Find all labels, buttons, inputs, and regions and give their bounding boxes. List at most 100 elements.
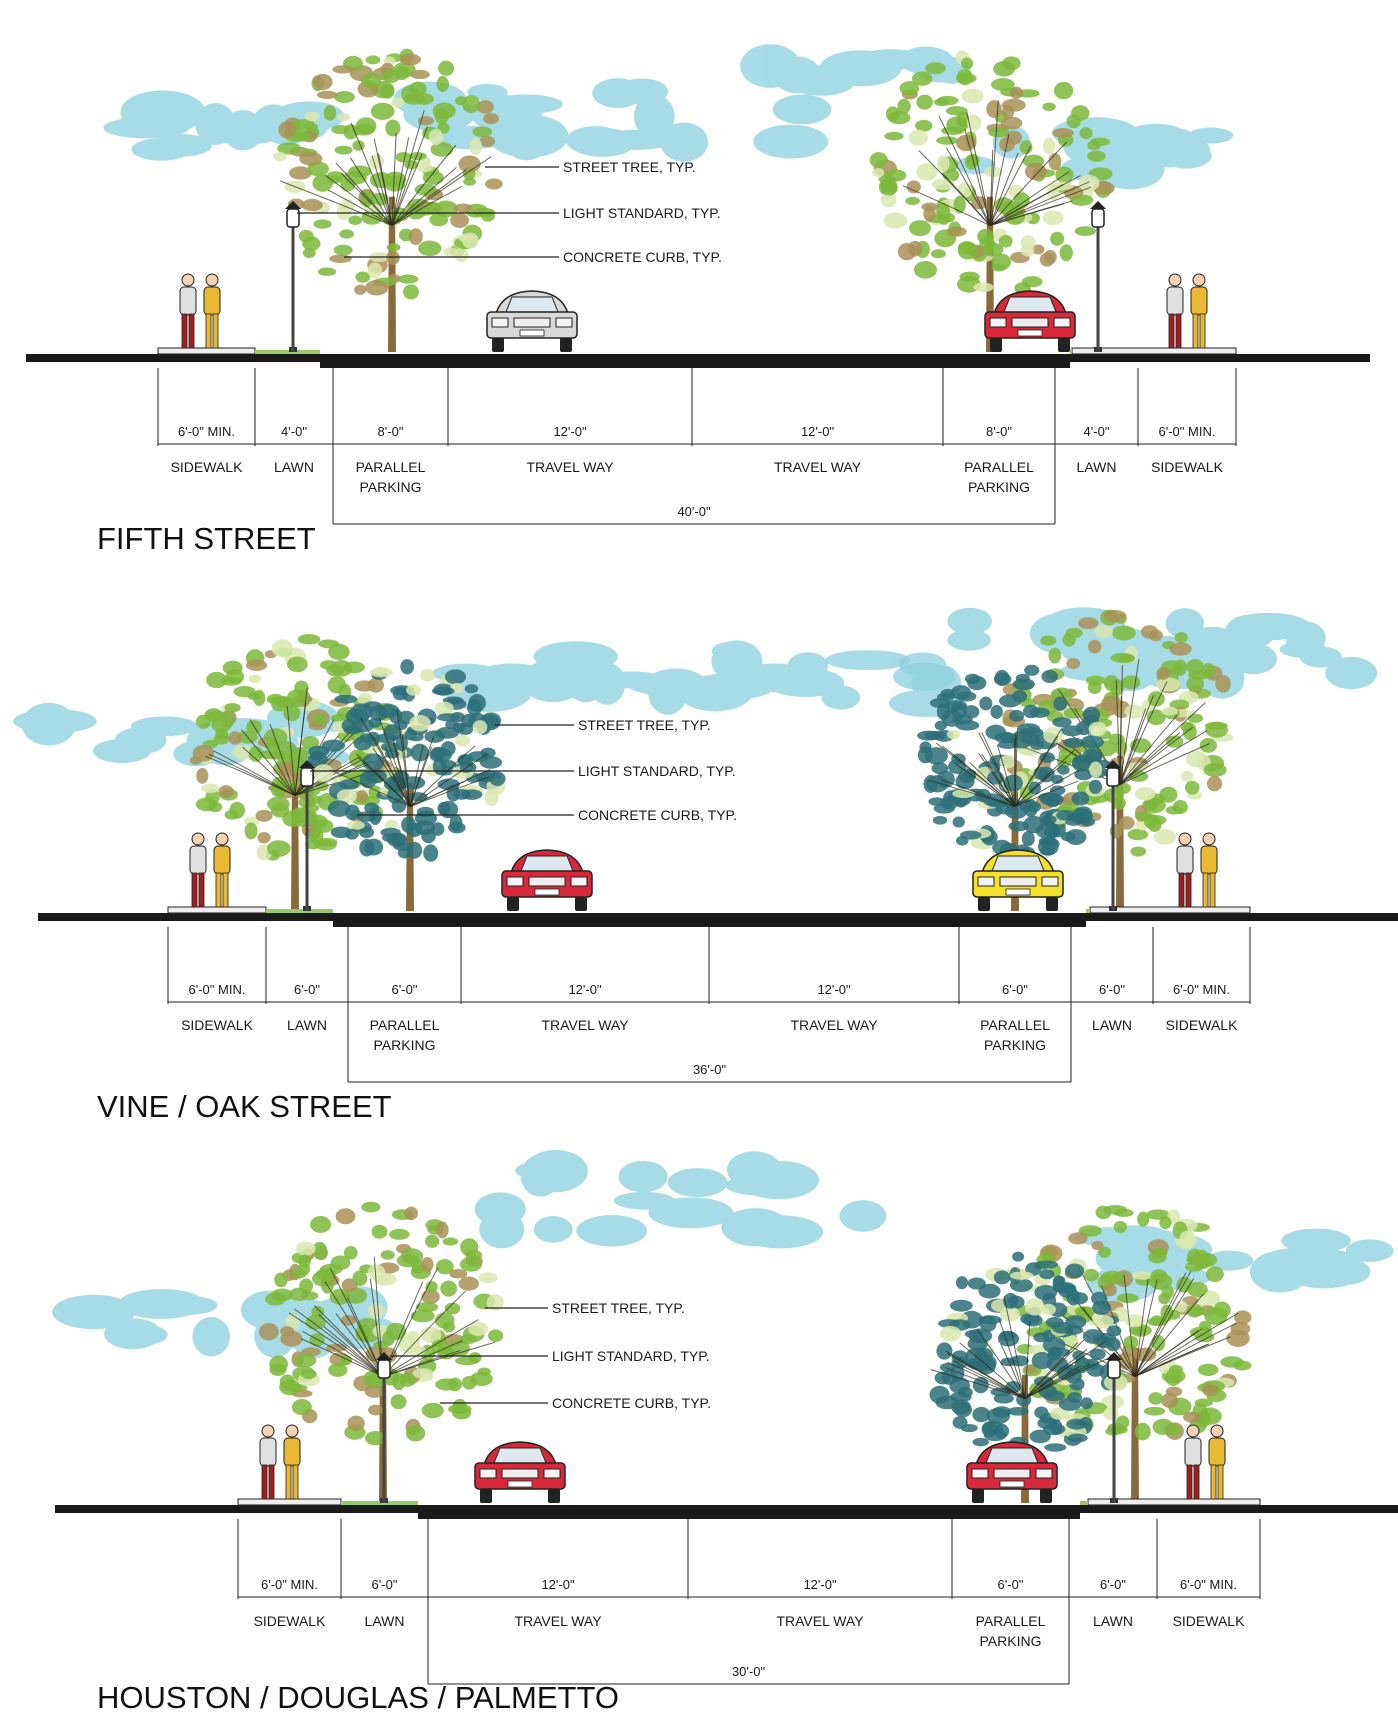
sidewalk-left <box>157 347 256 355</box>
lawn-left <box>255 350 320 354</box>
parked-car <box>972 849 1064 911</box>
zone-label: PARALLEL <box>370 1017 440 1033</box>
zone-label: LAWN <box>1077 459 1117 475</box>
dimension-value: 6'-0" <box>392 982 418 997</box>
dimension-value: 6'-0" MIN. <box>1173 982 1230 997</box>
dimension-value: 6'-0" <box>372 1577 398 1592</box>
lawn-right <box>1086 909 1090 913</box>
sidewalk-left <box>237 1498 342 1506</box>
zone-label: SIDEWALK <box>1166 1017 1238 1033</box>
street-section-1: STREET TREE, TYP. LIGHT STANDARD, TYP. CON… <box>26 44 1370 556</box>
sky-cloud <box>393 78 832 162</box>
parked-car <box>984 290 1076 352</box>
callout-label: CONCRETE CURB, TYP. <box>578 807 737 823</box>
pedestrians <box>259 1424 301 1500</box>
callout-label: CONCRETE CURB, TYP. <box>552 1395 711 1411</box>
lawn-left <box>341 1501 418 1505</box>
pedestrians <box>1184 1424 1226 1500</box>
zone-label: SIDEWALK <box>171 459 243 475</box>
callout-label: CONCRETE CURB, TYP. <box>563 249 722 265</box>
lawn-left <box>266 909 333 913</box>
zone-label: SIDEWALK <box>181 1017 253 1033</box>
dimension-value: 8'-0" <box>986 424 1012 439</box>
callout-label: STREET TREE, TYP. <box>563 159 696 175</box>
section-title: VINE / OAK STREET <box>97 1089 392 1124</box>
dimension-value: 6'-0" MIN. <box>1159 424 1216 439</box>
lawn-right <box>1070 350 1072 354</box>
street-tree <box>1014 1204 1252 1503</box>
street-tree <box>258 1201 504 1503</box>
sky-cloud <box>474 1149 887 1249</box>
zone-label: PARALLEL <box>980 1017 1050 1033</box>
zone-label: PARKING <box>984 1037 1046 1053</box>
section-title: HOUSTON / DOUGLAS / PALMETTO <box>97 1680 619 1712</box>
dimension-value: 4'-0" <box>281 424 307 439</box>
pedestrians <box>189 832 231 908</box>
dimension-value: 12'-0" <box>817 982 851 997</box>
callout-label: LIGHT STANDARD, TYP. <box>552 1348 710 1364</box>
dimension-value: 8'-0" <box>378 424 404 439</box>
callout-label: LIGHT STANDARD, TYP. <box>578 763 736 779</box>
street-tree <box>869 50 1115 352</box>
street-tree-teal <box>917 664 1113 911</box>
dimension-value: 12'-0" <box>801 424 835 439</box>
light-standard <box>299 760 315 911</box>
street-section-2: STREET TREE, TYP. LIGHT STANDARD, TYP. CON… <box>13 607 1398 1124</box>
dimension-value: 6'-0" <box>294 982 320 997</box>
ground-line <box>38 913 1398 921</box>
zone-label: PARALLEL <box>356 459 426 475</box>
zone-label: SIDEWALK <box>254 1613 326 1629</box>
light-standard <box>285 201 301 352</box>
sidewalk-left <box>167 906 267 914</box>
callout-label: STREET TREE, TYP. <box>578 717 711 733</box>
zone-label: PARKING <box>360 479 422 495</box>
pedestrians <box>1176 832 1218 908</box>
callout-label: LIGHT STANDARD, TYP. <box>563 205 721 221</box>
zone-label: SIDEWALK <box>1151 459 1223 475</box>
street-tree-teal <box>929 1251 1128 1503</box>
dimension-value: 6'-0" <box>1002 982 1028 997</box>
parked-car <box>486 290 578 352</box>
dimension-value: 12'-0" <box>803 1577 837 1592</box>
zone-label: TRAVEL WAY <box>774 459 862 475</box>
zone-label: PARALLEL <box>976 1613 1046 1629</box>
sky-cloud <box>955 117 1234 190</box>
parked-car <box>474 1441 566 1503</box>
total-width: 40'-0" <box>677 504 711 519</box>
ground-line <box>26 354 1370 362</box>
dimension-value: 6'-0" MIN. <box>261 1577 318 1592</box>
light-standard <box>1090 201 1106 352</box>
parked-car <box>501 849 593 911</box>
zone-label: PARKING <box>968 479 1030 495</box>
callout-label: STREET TREE, TYP. <box>552 1300 685 1316</box>
zone-label: TRAVEL WAY <box>776 1613 864 1629</box>
zone-label: TRAVEL WAY <box>514 1613 602 1629</box>
pedestrians <box>1166 273 1208 349</box>
zone-label: TRAVEL WAY <box>790 1017 878 1033</box>
lawn-right <box>1080 1501 1088 1505</box>
roadway <box>418 1511 1080 1519</box>
dimension-value: 6'-0" MIN. <box>178 424 235 439</box>
street-tree-teal <box>307 659 506 911</box>
dimension-value: 6'-0" <box>1099 982 1125 997</box>
zone-label: LAWN <box>1093 1613 1133 1629</box>
pedestrians <box>179 273 221 349</box>
street-section-3: STREET TREE, TYP. LIGHT STANDARD, TYP. CON… <box>52 1149 1398 1715</box>
zone-label: PARKING <box>980 1633 1042 1649</box>
dimension-value: 6'-0" MIN. <box>189 982 246 997</box>
dimension-value: 6'-0" <box>998 1577 1024 1592</box>
zone-label: LAWN <box>1092 1017 1132 1033</box>
dimension-value: 12'-0" <box>541 1577 575 1592</box>
roadway <box>333 919 1086 927</box>
dimension-value: 4'-0" <box>1084 424 1110 439</box>
total-width: 30'-0" <box>732 1664 766 1679</box>
parked-car <box>966 1441 1058 1503</box>
zone-label: SIDEWALK <box>1173 1613 1245 1629</box>
zone-label: PARALLEL <box>964 459 1034 475</box>
light-standard <box>376 1352 392 1503</box>
zone-label: TRAVEL WAY <box>526 459 614 475</box>
light-standard <box>1106 1352 1122 1503</box>
zone-label: LAWN <box>365 1613 405 1629</box>
zone-label: LAWN <box>274 459 314 475</box>
